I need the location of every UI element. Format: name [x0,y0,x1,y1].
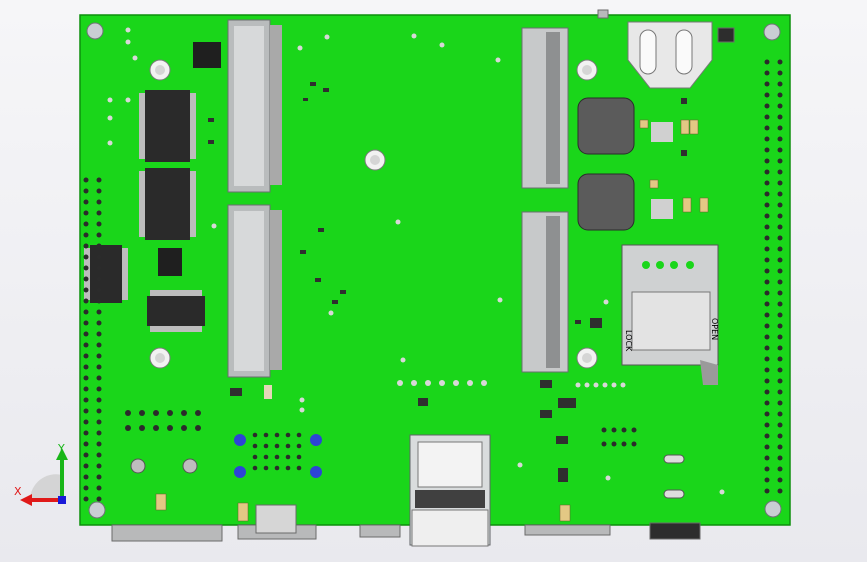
card-slots-right [521,27,569,373]
capacitors-tan [155,119,709,522]
mounting-holes [86,22,782,519]
ethernet-usb-stack [409,434,491,547]
sim-card-holder [621,244,719,385]
axis-triad[interactable] [20,448,68,506]
bottom-connectors [111,9,735,542]
card-slots-left [227,19,282,378]
electrolytic-capacitors [130,434,322,478]
memory-chips [90,42,221,326]
sim-open-label: OPEN [710,318,719,340]
standoff-holes [149,59,598,369]
coin-cell-holder [627,21,713,89]
passive-components [208,82,687,482]
power-inductors [577,97,673,231]
oscillator-2 [663,489,685,499]
sim-lock-label: LOCK [624,330,633,352]
x-axis-label: X [14,485,22,498]
y-axis-label: Y [57,442,65,455]
z-axis-marker [58,496,66,504]
ic-pins [84,93,202,332]
oscillator [663,454,685,464]
pad-dots [83,27,783,502]
